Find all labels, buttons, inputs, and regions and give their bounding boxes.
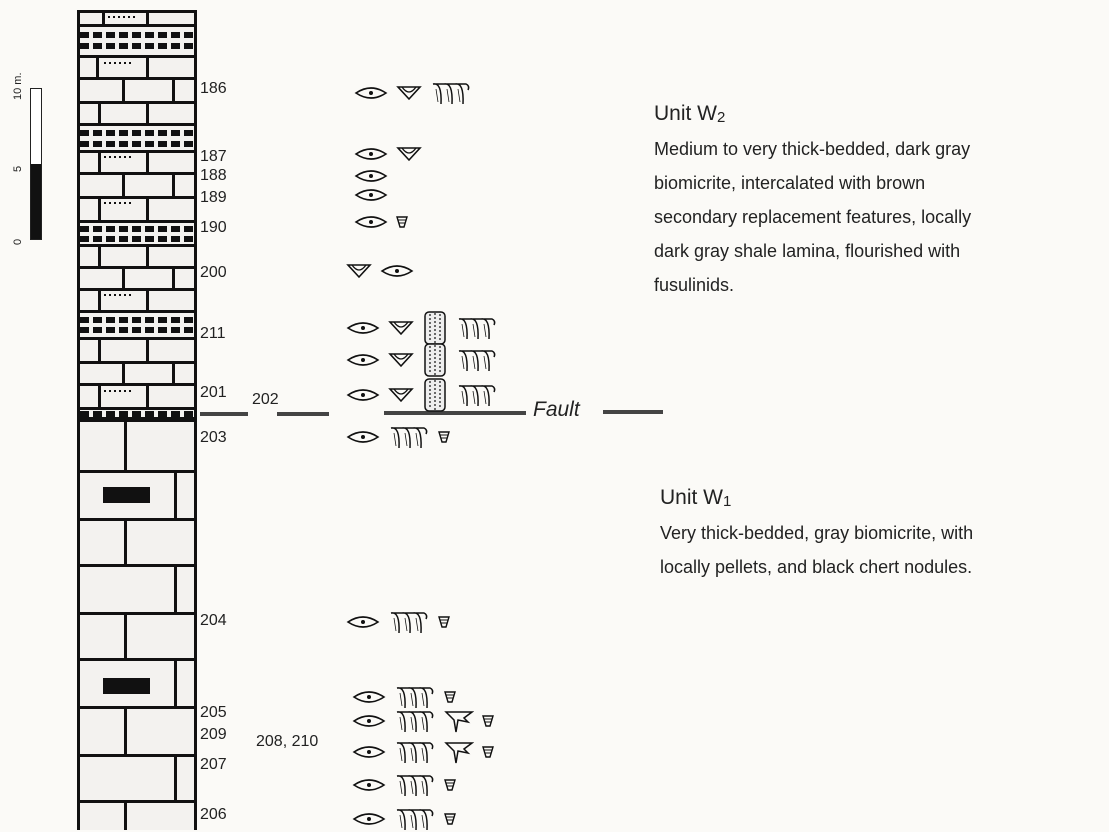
fusulinid-icon (354, 146, 388, 162)
crinoid-icon (482, 714, 494, 728)
sample-label: 200 (200, 264, 227, 282)
brachiopod-icon (388, 424, 430, 450)
sample-label: 205 (200, 704, 227, 722)
fossil-row (346, 310, 498, 346)
crinoid-icon (396, 215, 408, 229)
fault-label: Fault (533, 398, 580, 422)
fusulinid-icon (352, 713, 386, 729)
unit-w1: Unit W1 Very thick-bedded, gray biomicri… (660, 486, 973, 584)
fusulinid-icon (380, 263, 414, 279)
fusulinid-icon (352, 689, 386, 705)
fossil-row (352, 708, 494, 734)
fusulinid-icon (354, 214, 388, 230)
gastropod-icon (444, 739, 474, 765)
fossil-row (346, 424, 450, 450)
bivalve-icon (396, 85, 422, 101)
bivalve-icon (396, 146, 422, 162)
sample-label: 207 (200, 756, 227, 774)
unit-w1-description: Very thick-bedded, gray biomicrite, with… (660, 516, 973, 584)
fusulinid-icon (352, 744, 386, 760)
brachiopod-icon (394, 739, 436, 765)
fossil-row (346, 263, 414, 279)
scale-bar (30, 88, 42, 240)
fusulinid-icon (346, 429, 380, 445)
unit-w1-title: Unit W1 (660, 486, 973, 510)
bivalve-icon (388, 320, 414, 336)
fusulinid-icon (346, 387, 380, 403)
crinoid-icon (444, 812, 456, 826)
crinoid-icon (438, 615, 450, 629)
bivalve-icon (388, 387, 414, 403)
sample-label-202: 202 (252, 391, 279, 409)
bivalve-icon (388, 352, 414, 368)
sample-label: 211 (200, 325, 226, 343)
fusulinid-icon (354, 168, 388, 184)
fusulinid-icon (352, 777, 386, 793)
fossil-row (354, 168, 388, 184)
fault-line (277, 412, 329, 416)
brachiopod-icon (456, 382, 498, 408)
sample-label: 189 (200, 189, 227, 207)
fusulinid-icon (346, 614, 380, 630)
scale-label-top: 10 m. (12, 72, 24, 100)
crinoid-icon (444, 690, 456, 704)
fossil-row (352, 806, 456, 832)
crinoid-icon (438, 430, 450, 444)
brachiopod-icon (430, 80, 472, 106)
sample-label-208-210: 208, 210 (256, 733, 318, 751)
sample-label: 209 (200, 726, 227, 744)
brachiopod-icon (394, 772, 436, 798)
scale-label-mid: 5 (12, 166, 24, 172)
fossil-row (346, 342, 498, 378)
sample-label: 188 (200, 167, 227, 185)
fusulinid-icon (352, 811, 386, 827)
sample-label: 186 (200, 80, 227, 98)
unit-w2-title: Unit W2 (654, 102, 971, 126)
brachiopod-icon (394, 684, 436, 710)
sample-label: 190 (200, 219, 227, 237)
fossil-row (354, 214, 408, 230)
fossil-row (346, 377, 498, 413)
sample-label: 204 (200, 612, 227, 630)
fault-line (200, 412, 248, 416)
gastropod-icon (444, 708, 474, 734)
brachiopod-icon (394, 806, 436, 832)
scale-label-bottom: 0 (12, 239, 24, 245)
coral-icon (422, 377, 448, 413)
brachiopod-icon (394, 708, 436, 734)
fossil-row (352, 772, 456, 798)
coral-icon (422, 310, 448, 346)
fusulinid-icon (346, 320, 380, 336)
brachiopod-icon (388, 609, 430, 635)
sample-label: 187 (200, 148, 227, 166)
crinoid-icon (444, 778, 456, 792)
crinoid-icon (482, 745, 494, 759)
coral-icon (422, 342, 448, 378)
fossil-row (354, 187, 388, 203)
stratigraphic-column (77, 10, 197, 830)
fossil-row (354, 80, 472, 106)
sample-label: 201 (200, 384, 227, 402)
fossil-row (352, 739, 494, 765)
fusulinid-icon (354, 85, 388, 101)
fault-line (603, 410, 663, 414)
fossil-row (354, 146, 422, 162)
fossil-row (346, 609, 450, 635)
brachiopod-icon (456, 315, 498, 341)
sample-label: 203 (200, 429, 227, 447)
fossil-row (352, 684, 456, 710)
fusulinid-icon (346, 352, 380, 368)
bivalve-icon (346, 263, 372, 279)
brachiopod-icon (456, 347, 498, 373)
fusulinid-icon (354, 187, 388, 203)
unit-w2: Unit W2 Medium to very thick-bedded, dar… (654, 102, 971, 302)
unit-w2-description: Medium to very thick-bedded, dark gray b… (654, 132, 971, 302)
sample-label: 206 (200, 806, 227, 824)
